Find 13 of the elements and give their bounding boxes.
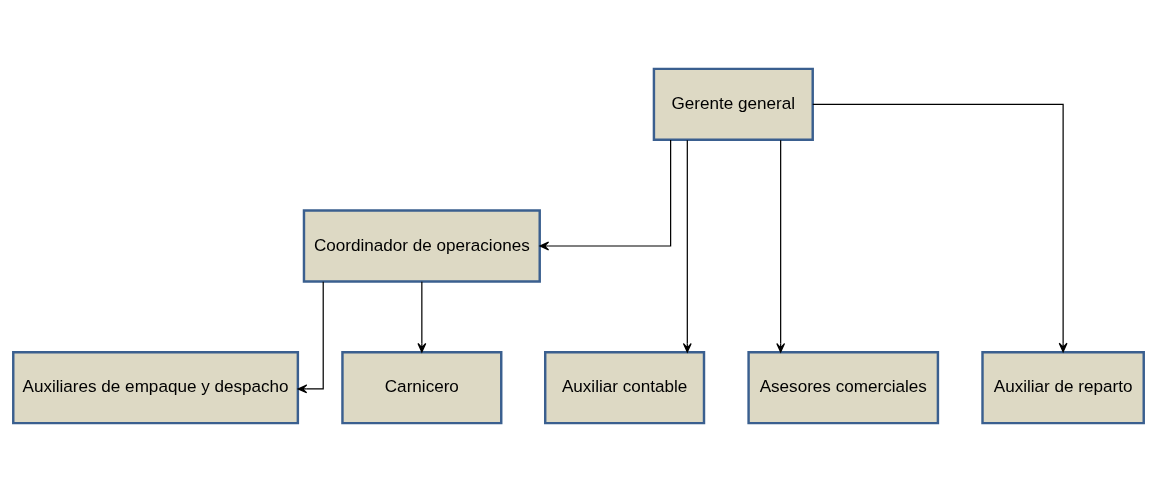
- arrow: [539, 138, 672, 250]
- node-box: Coordinador de operaciones: [302, 208, 541, 283]
- arrow: [776, 139, 786, 353]
- arrow: [812, 103, 1068, 352]
- node-box: Gerente general: [652, 67, 814, 141]
- node-box: Auxiliar de reparto: [981, 350, 1145, 424]
- node-box: Carnicero: [341, 350, 503, 424]
- node-box: Asesores comerciales: [747, 350, 940, 424]
- arrow: [682, 139, 692, 353]
- node-box: Auxiliar contable: [544, 350, 706, 424]
- node-box: Auxiliares de empaque y despacho: [12, 350, 300, 424]
- arrow: [297, 280, 324, 393]
- arrow: [417, 280, 427, 353]
